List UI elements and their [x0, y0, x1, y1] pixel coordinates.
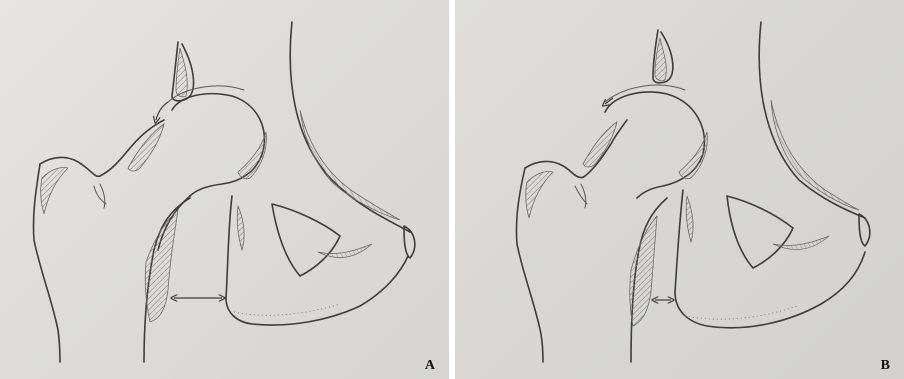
panel-label-a: A: [425, 359, 435, 373]
hip-sketch-b: [455, 0, 904, 379]
panel-b-drawing: B: [455, 0, 904, 379]
panel-label-b: B: [881, 359, 890, 373]
hip-sketch-a: [0, 0, 449, 379]
panel-a-drawing: A: [0, 0, 449, 379]
